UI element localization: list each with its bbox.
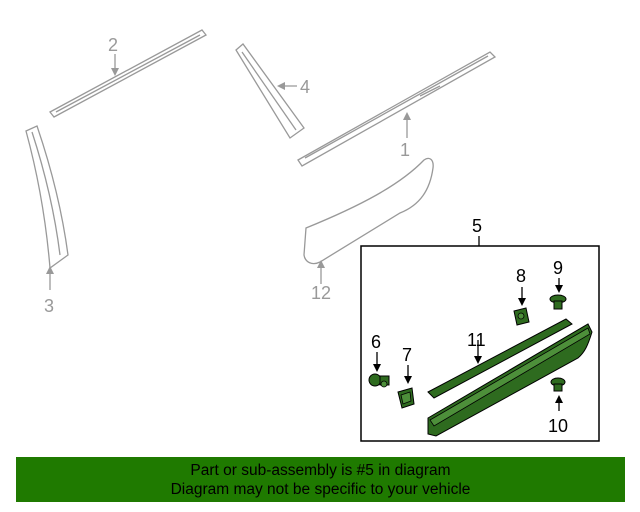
part-4-frame-molding: 4 [235,43,310,139]
callout-3-label: 3 [44,296,54,316]
side-sill-molding [427,323,593,437]
callout-4-label: 4 [300,77,310,97]
part-5-assembly: 5 11 6 7 8 [360,216,600,442]
part-9-push-pin: 9 [549,258,567,310]
callout-10-label: 10 [548,416,568,436]
parts-diagram: 1 2 3 4 12 5 11 [25,29,600,442]
part-10-push-pin: 10 [548,377,568,436]
callout-11-label: 11 [467,330,486,350]
callout-5-label: 5 [472,216,482,236]
info-banner-line-1: Part or sub-assembly is #5 in diagram [190,462,451,479]
part-11-upper-strip: 11 [427,318,573,399]
part-7-clip: 7 [397,345,415,409]
part-3-pillar-molding: 3 [25,125,69,316]
callout-9-label: 9 [553,258,563,278]
info-banner-line-2: Diagram may not be specific to your vehi… [170,481,471,498]
part-1-belt-molding: 1 [297,51,497,167]
part-2-roof-molding: 2 [49,29,207,118]
callout-1-label: 1 [400,140,410,160]
part-8-clip: 8 [513,266,530,326]
callout-7-label: 7 [402,345,412,365]
part-12-panel: 12 [303,157,434,303]
callout-6-label: 6 [371,332,381,352]
callout-12-label: 12 [311,283,331,303]
callout-2-label: 2 [108,35,118,55]
info-banner: Part or sub-assembly is #5 in diagram Di… [16,457,625,502]
part-6-clip: 6 [368,332,390,388]
callout-8-label: 8 [516,266,526,286]
